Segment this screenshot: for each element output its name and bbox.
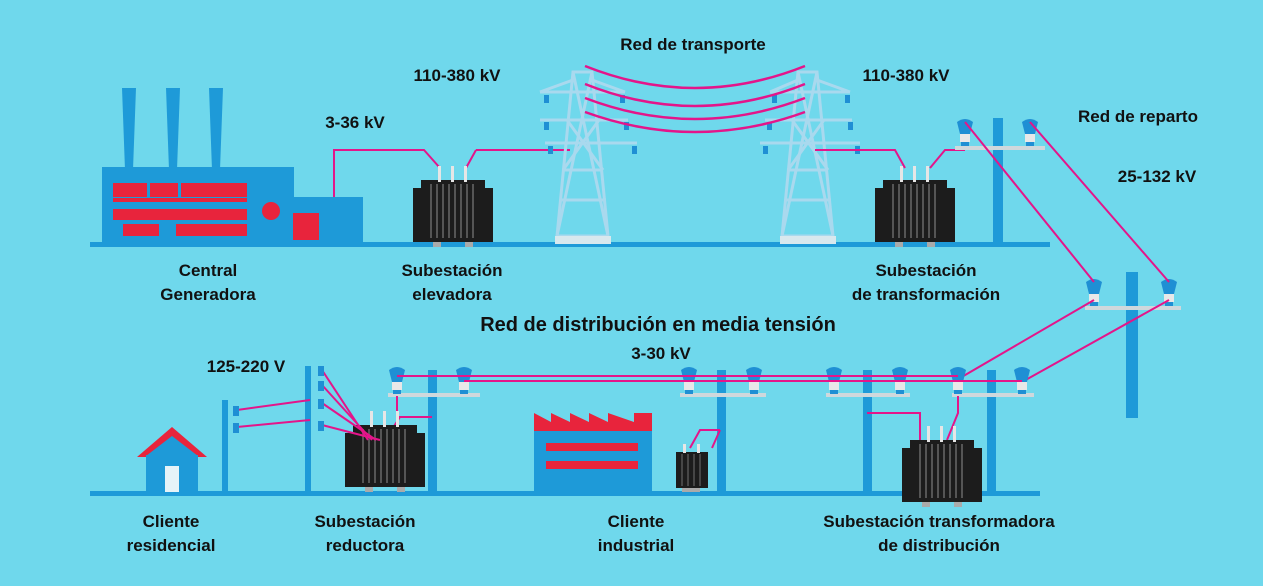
label-line: Central [178, 261, 238, 280]
label-central-generadora: Central Generadora [160, 259, 255, 307]
label-line: Subestación [401, 261, 503, 280]
label-line: Subestación transformadora [823, 512, 1055, 531]
label-line: Subestación [314, 512, 416, 531]
reparto-pole-middle [1126, 272, 1138, 418]
transmission-wires [584, 64, 806, 134]
label-subestacion-transformacion: Subestación de transformación [852, 259, 1000, 307]
transformer-industrial [676, 444, 708, 492]
label-line: reductora [325, 536, 405, 555]
label-voltage-110-380-left: 110-380 kV [413, 66, 501, 85]
label-line: de distribución [878, 536, 1000, 555]
label-cliente-residencial: Cliente residencial [127, 510, 216, 558]
wires-low-voltage [236, 369, 381, 441]
label-subestacion-reductora: Subestación reductora [314, 510, 415, 558]
label-red-transporte: Red de transporte [620, 35, 766, 54]
transformer-distribution [901, 425, 983, 508]
label-voltage-125-220: 125-220 V [206, 357, 286, 376]
transformer-transformation [874, 165, 956, 248]
label-line: Subestación [875, 261, 977, 280]
label-line: elevadora [412, 285, 492, 304]
label-voltage-110-380-right: 110-380 kV [862, 66, 950, 85]
label-subestacion-elevadora: Subestación elevadora [401, 259, 502, 307]
label-voltage-25-132: 25-132 kV [1117, 167, 1197, 186]
wire-tower-to-transformation [815, 149, 965, 169]
reparto-wires [959, 121, 1170, 383]
ground-line-top [90, 242, 1050, 247]
label-subestacion-distribucion: Subestación transformadora de distribuci… [823, 510, 1054, 558]
label-line: Generadora [160, 285, 256, 304]
label-red-distribucion: Red de distribución en media tensión [480, 314, 836, 336]
label-cliente-industrial: Cliente industrial [598, 510, 675, 558]
residential-house [137, 427, 207, 492]
label-line: de transformación [851, 285, 1001, 304]
reparto-pole-top [993, 118, 1003, 246]
label-line: industrial [597, 536, 675, 555]
label-line: residencial [126, 536, 216, 555]
power-plant [102, 88, 363, 242]
transmission-tower-left [539, 70, 637, 238]
label-line: Cliente [607, 512, 665, 531]
distribution-wires [384, 375, 1022, 449]
wire-plant-to-substation [333, 149, 570, 197]
industrial-factory [534, 413, 652, 491]
transformer-step-up [412, 165, 494, 248]
label-red-reparto: Red de reparto [1078, 107, 1198, 126]
transmission-tower-right [760, 70, 860, 238]
label-voltage-3-30: 3-30 kV [631, 344, 691, 363]
ground-line-bottom [90, 491, 1040, 496]
label-line: Cliente [142, 512, 200, 531]
label-voltage-3-36: 3-36 kV [325, 113, 385, 132]
distribution-poles [222, 366, 996, 496]
